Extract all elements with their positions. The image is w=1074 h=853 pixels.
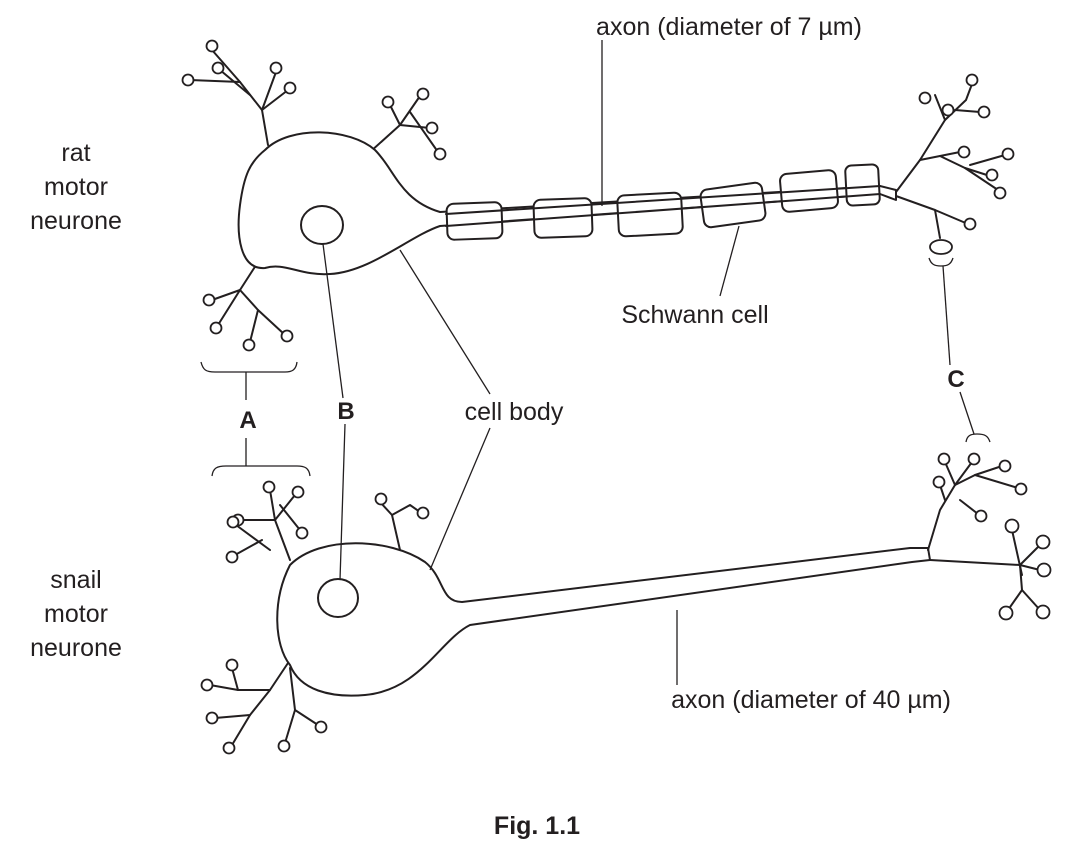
label-a: A (239, 407, 256, 434)
snail-cell-body (276, 542, 931, 697)
rat-motor-neurone (181, 39, 1015, 352)
rat-dendrite-terminals (181, 39, 447, 352)
label-b: B (337, 398, 354, 425)
rat-title-line-2: motor (44, 173, 108, 201)
rat-schwann-cells (445, 163, 881, 241)
snail-title-line-1: snail (50, 566, 101, 594)
rat-axon-terminals (895, 83, 1006, 239)
label-c: C (947, 366, 964, 393)
rat-title-line-3: neurone (30, 207, 122, 235)
snail-title-line-3: neurone (30, 634, 122, 662)
rat-title-line-1: rat (61, 139, 90, 167)
axon-rat-label: axon (diameter of 7 µm) (596, 13, 862, 41)
axon-snail-label: axon (diameter of 40 µm) (671, 686, 951, 714)
text-labels: rat motor neurone snail motor neurone ax… (30, 13, 965, 840)
cell-body-label: cell body (465, 398, 564, 426)
figure-caption: Fig. 1.1 (494, 812, 580, 840)
schwann-cell-label: Schwann cell (621, 301, 768, 329)
rat-nucleus (300, 205, 344, 245)
snail-motor-neurone (200, 452, 1052, 755)
rat-axon-terminal-knobs (918, 73, 1015, 255)
snail-dendrite-terminals (200, 480, 430, 755)
snail-dendrites (209, 489, 421, 746)
annotation-lines (200, 40, 991, 685)
snail-axon-terminal-knobs (932, 452, 1052, 621)
snail-title-line-2: motor (44, 600, 108, 628)
snail-axon-terminals (927, 461, 1041, 611)
rat-cell-body (237, 131, 897, 276)
snail-nucleus (317, 578, 359, 618)
rat-dendrites (189, 49, 439, 343)
